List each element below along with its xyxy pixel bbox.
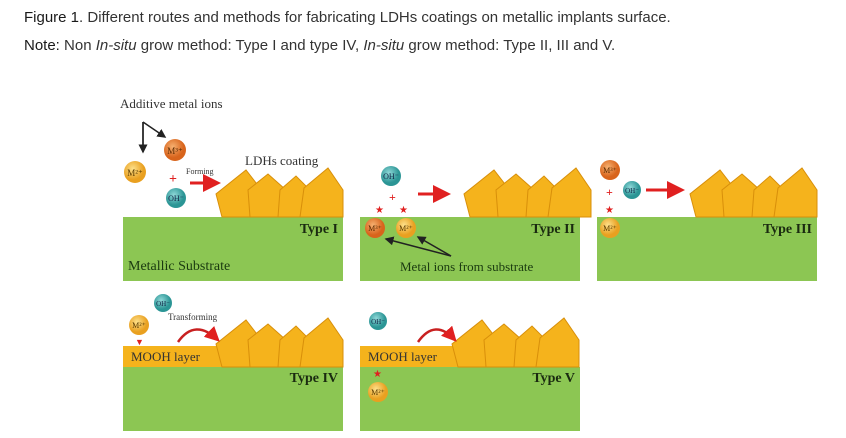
ldh-coating [689, 167, 818, 218]
arrow-icon [384, 236, 452, 257]
release-arrow-icon: ★ [399, 205, 408, 216]
ldhs-coating-label: LDHs coating [245, 153, 319, 168]
panel-type-1: Additive metal ions M³⁺ M²⁺ + OH⁻ Formin… [120, 96, 344, 281]
ion-oh: OH⁻ [154, 294, 172, 312]
type-label: Type III [763, 222, 812, 237]
ldh-coating [215, 317, 344, 368]
note-text: grow method: Type II, III and V. [404, 37, 616, 54]
svg-text:OH⁻: OH⁻ [371, 318, 385, 326]
type-label: Type II [531, 222, 575, 237]
svg-text:M²⁺: M²⁺ [127, 168, 143, 178]
ion-m3: M³⁺ [600, 160, 620, 180]
ion-oh: OH⁻ [623, 181, 641, 199]
type-label: Type V [532, 371, 575, 386]
svg-text:OH⁻: OH⁻ [625, 187, 639, 195]
metallic-substrate [360, 367, 580, 431]
svg-text:M²⁺: M²⁺ [603, 224, 617, 233]
plus-sign: + [169, 172, 177, 187]
type-label: Type I [300, 222, 338, 237]
svg-text:M²⁺: M²⁺ [371, 388, 385, 397]
metallic-substrate [123, 217, 343, 281]
panel-type-2: OH⁻ + ★ ★ M³⁺ M²⁺ Type II Metal ions fro… [360, 166, 592, 281]
note-text: In-situ [95, 37, 137, 54]
note-text: In-situ [363, 37, 405, 54]
ion-m2: M²⁺ [368, 382, 388, 402]
figure-note: Note: Non In-situ grow method: Type I an… [24, 37, 615, 54]
metallic-substrate [123, 367, 343, 431]
mooh-layer [123, 346, 223, 367]
type-label: Type IV [290, 371, 338, 386]
ion-oh: OH⁻ [381, 166, 401, 186]
svg-text:M³⁺: M³⁺ [167, 146, 183, 156]
svg-text:M³⁺: M³⁺ [603, 166, 617, 175]
mooh-label: MOOH layer [368, 349, 438, 364]
metallic-substrate [597, 217, 817, 281]
mooh-layer [360, 346, 460, 367]
ion-m2: M²⁺ [600, 218, 620, 238]
note-text: grow method: Type I and type IV, [136, 37, 364, 54]
ion-m3: M³⁺ [164, 139, 186, 161]
ldh-coating [451, 317, 580, 368]
arrow-icon: ▼ [135, 337, 144, 347]
figure-caption: Figure 1. Different routes and methods f… [24, 9, 671, 26]
arrow-icon [142, 121, 165, 150]
additive-label: Additive metal ions [120, 96, 223, 111]
ion-m3: M³⁺ [365, 218, 385, 238]
svg-text:M²⁺: M²⁺ [399, 224, 413, 233]
ldh-coating [463, 167, 592, 218]
plus-sign: + [389, 190, 396, 204]
svg-text:OH⁻: OH⁻ [168, 194, 184, 203]
ion-m2: M²⁺ [129, 315, 149, 335]
ion-m2: M²⁺ [396, 218, 416, 238]
arrow-icon [416, 325, 457, 343]
ldh-coating [215, 167, 344, 218]
plus-sign: + [606, 185, 613, 199]
note-label: Note: [24, 37, 60, 54]
ion-m2: M²⁺ [124, 161, 146, 183]
mooh-label: MOOH layer [131, 349, 201, 364]
note-text: Non [59, 37, 96, 54]
ion-oh: OH⁻ [166, 188, 186, 208]
release-arrow-icon: ★ [375, 205, 384, 216]
panel-type-3: M³⁺ + OH⁻ ★ M²⁺ Type III [597, 160, 818, 281]
substrate-label: Metallic Substrate [128, 259, 230, 274]
caption-text: . Different routes and methods for fabri… [79, 9, 671, 26]
svg-text:M²⁺: M²⁺ [132, 321, 146, 330]
panel-type-5: OH⁻ MOOH layer ★ M²⁺ Type V [360, 312, 580, 431]
release-arrow-icon: ★ [373, 369, 382, 380]
transforming-label: Transforming [168, 312, 218, 322]
release-arrow-icon: ★ [605, 205, 614, 216]
svg-text:OH⁻: OH⁻ [383, 172, 399, 181]
panel-type-4: OH⁻ M²⁺ ▼ Transforming MOOH layer Type I… [123, 294, 344, 431]
svg-text:M³⁺: M³⁺ [368, 224, 382, 233]
figure-label: Figure 1 [24, 9, 80, 26]
arrow-icon [416, 236, 452, 257]
ion-oh: OH⁻ [369, 312, 387, 330]
arrow-icon [176, 325, 220, 343]
svg-text:OH⁻: OH⁻ [156, 300, 170, 308]
metal-ions-label: Metal ions from substrate [400, 259, 533, 274]
forming-label: Forming [186, 167, 214, 176]
